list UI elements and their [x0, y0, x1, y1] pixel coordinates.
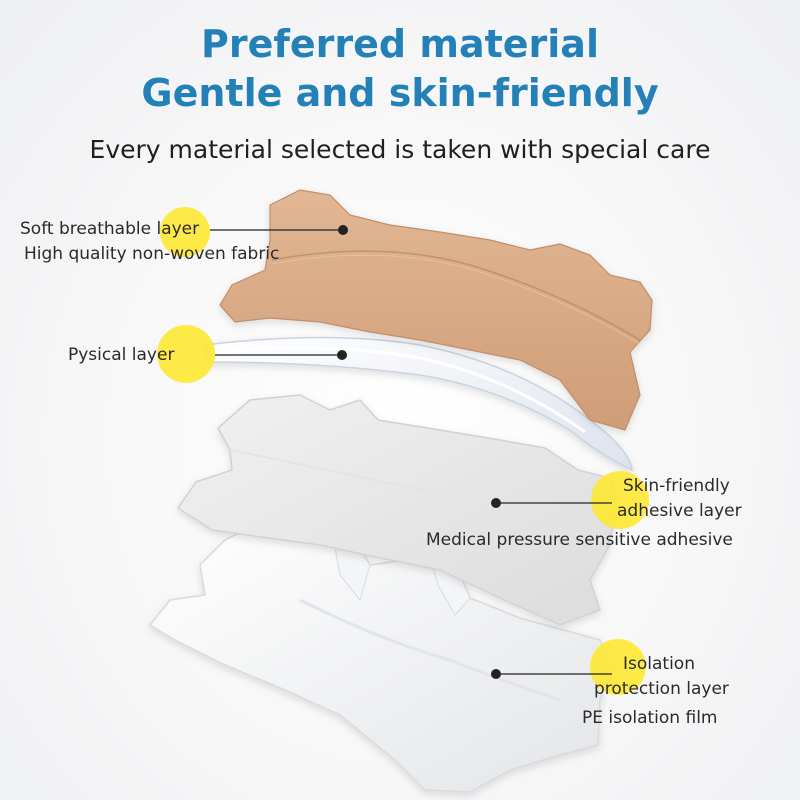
leader-dot-adhesive: [491, 498, 501, 508]
physical-layer-shape: [204, 336, 633, 472]
highlight-dot-isolation: [590, 639, 646, 695]
highlight-dot-adhesive: [591, 471, 649, 529]
isolation-layer-label-line2: protection layer: [594, 679, 729, 699]
adhesive-layer-label-line2: adhesive layer: [617, 501, 742, 521]
subtitle: Every material selected is taken with sp…: [89, 135, 711, 164]
soft-layer-label: Soft breathable layer: [20, 219, 200, 239]
leader-dot-isolation: [491, 669, 501, 679]
isolation-layer-detail: PE isolation film: [582, 708, 718, 728]
adhesive-layer-label-line1: Skin-friendly: [623, 476, 730, 496]
highlight-dot-soft: [160, 207, 210, 257]
isolation-layer-label-line1: Isolation: [623, 654, 695, 674]
highlight-dot-physical: [157, 325, 215, 383]
fabric-layer-shape: [219, 189, 653, 431]
title-line-1: Preferred material: [201, 22, 599, 66]
title-line-2: Gentle and skin-friendly: [141, 71, 659, 115]
adhesive-layer-shape: [176, 394, 619, 626]
adhesive-layer-detail: Medical pressure sensitive adhesive: [426, 530, 733, 550]
leader-dot-physical: [337, 350, 347, 360]
leader-dot-soft: [338, 225, 348, 235]
soft-layer-detail: High quality non-woven fabric: [24, 244, 280, 264]
physical-layer-label: Pysical layer: [68, 345, 175, 365]
